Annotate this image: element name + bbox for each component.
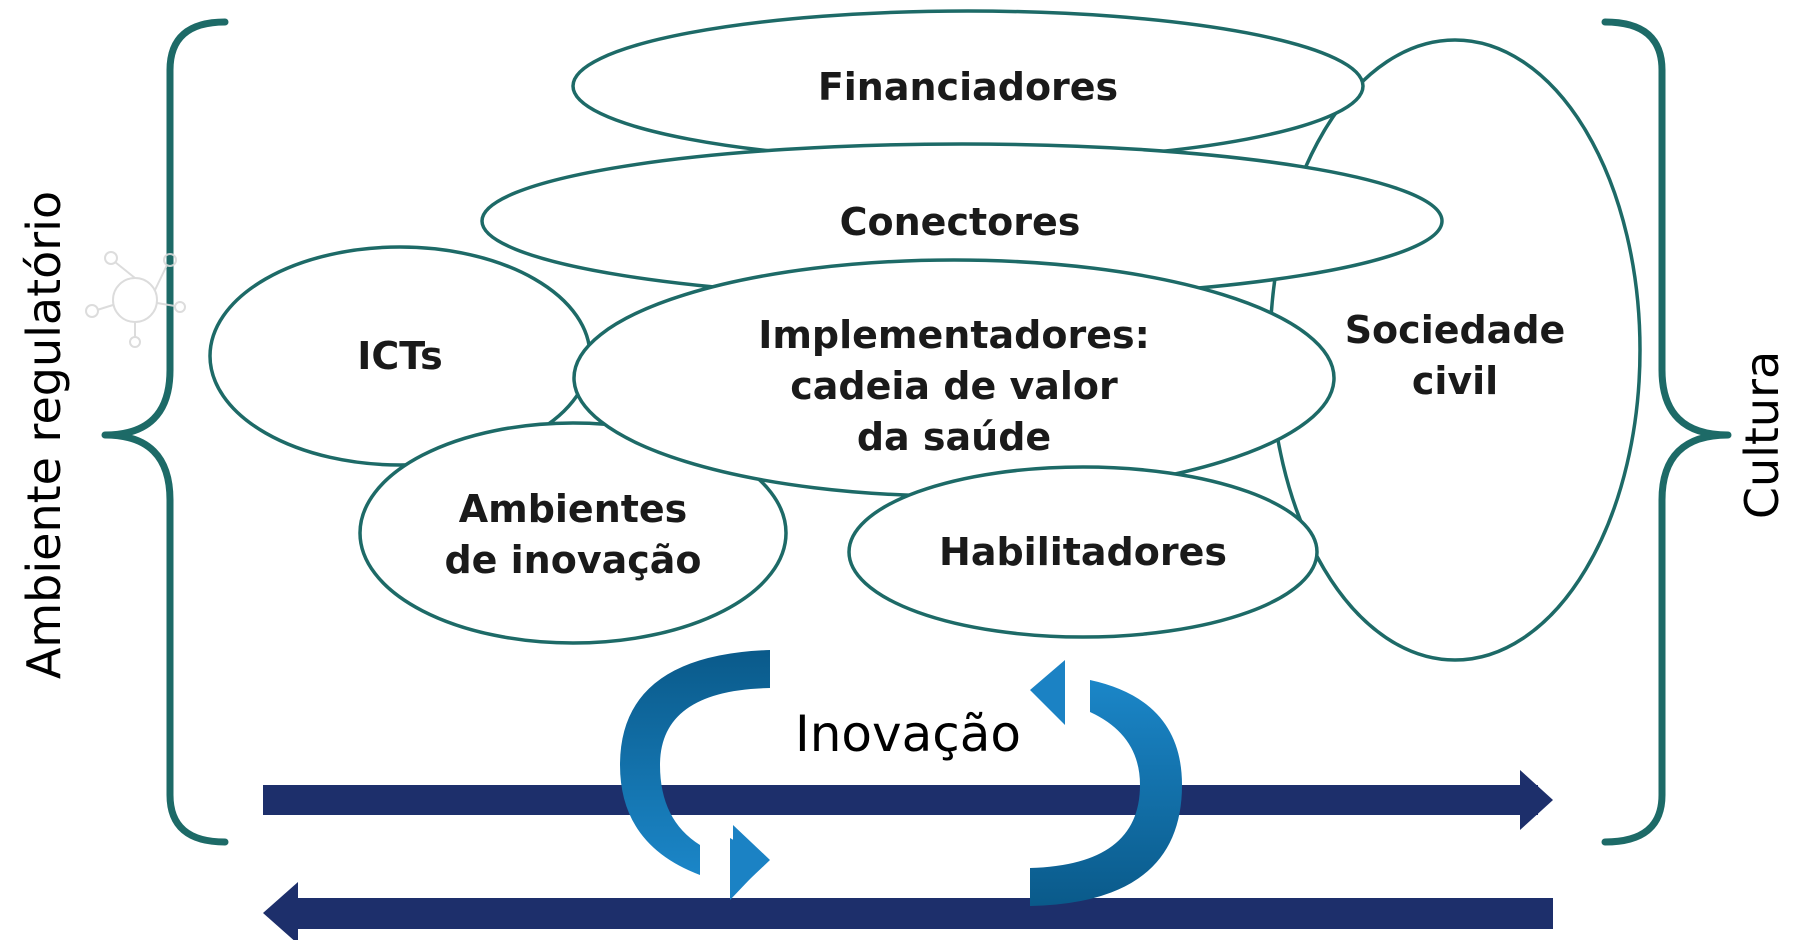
label-implementadores-1: Implementadores: [758, 313, 1150, 357]
arrow-left [263, 882, 1553, 940]
label-ambientes-1: Ambientes [459, 487, 688, 531]
label-habilitadores: Habilitadores [939, 530, 1227, 574]
cycle-arrow-left [620, 650, 770, 900]
label-icts: ICTs [357, 334, 443, 378]
label-sociedade-civil-1: Sociedade [1345, 308, 1566, 352]
molecule-icon [85, 251, 186, 348]
label-sociedade-civil-2: civil [1412, 359, 1498, 403]
left-side-label: Ambiente regulatório [17, 191, 71, 679]
label-conectores: Conectores [840, 200, 1081, 244]
right-brace [1601, 18, 1732, 846]
label-implementadores-2: cadeia de valor [790, 364, 1118, 408]
center-label: Inovação [795, 705, 1021, 763]
arrow-right [263, 770, 1553, 830]
left-brace [101, 18, 229, 846]
cycle-arrow-right [1030, 660, 1182, 906]
label-financiadores: Financiadores [818, 65, 1118, 109]
node-ambientes-inovacao [358, 421, 788, 645]
label-ambientes-2: de inovação [444, 538, 701, 582]
right-side-label: Cultura [1735, 351, 1789, 519]
label-implementadores-3: da saúde [857, 415, 1051, 459]
node-habilitadores [847, 465, 1319, 639]
